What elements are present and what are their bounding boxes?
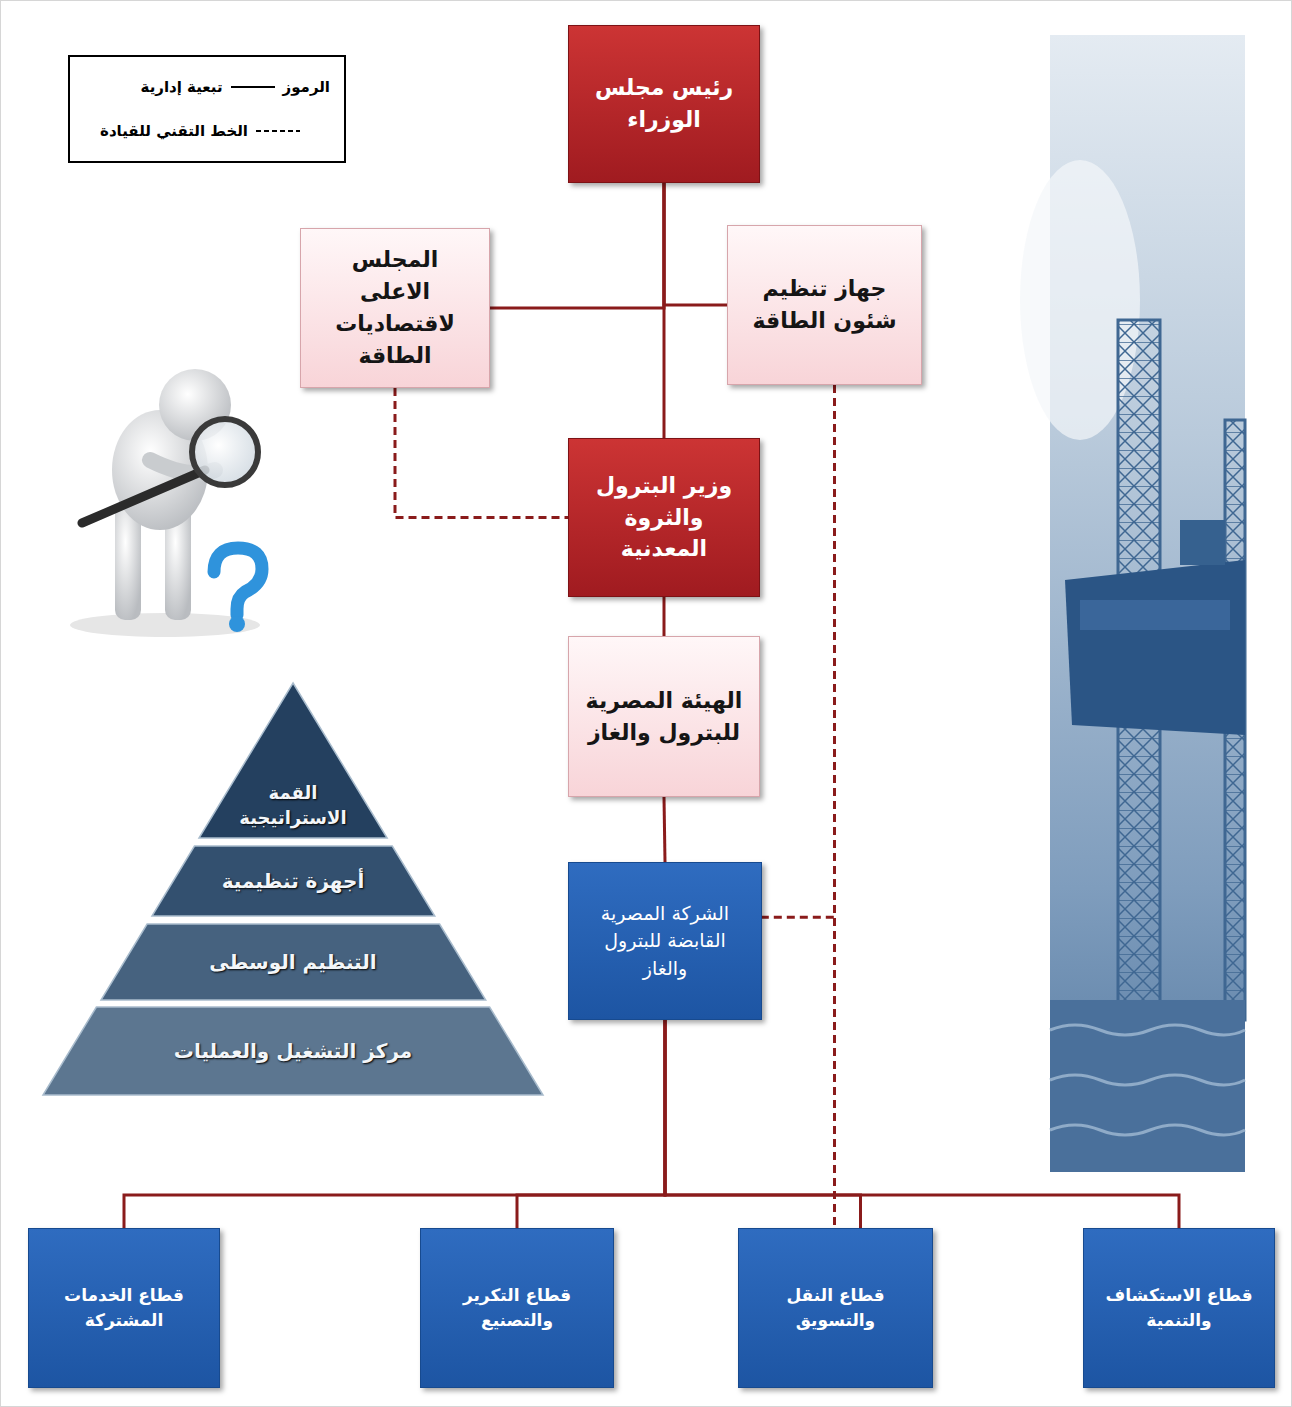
admin-line	[663, 183, 666, 438]
technical-line	[395, 388, 568, 518]
legend-text: الخط التقني للقيادة	[100, 122, 248, 140]
org-box: قطاع التكرير والتصنيع	[420, 1228, 614, 1388]
band-fill	[152, 846, 435, 916]
box-label: الشركة المصرية القابضة للبترول والغاز	[582, 900, 748, 983]
legend-sample	[256, 126, 300, 136]
org-box: وزير البترول والثروة المعدنية	[568, 438, 760, 597]
band-fill	[199, 683, 387, 838]
pyramid-band: التنظيم الوسطى	[101, 924, 486, 1000]
technical-line	[762, 385, 835, 917]
band-label: مركز التشغيل والعمليات	[174, 1037, 412, 1066]
admin-line	[490, 183, 664, 308]
legend-heading: الرموز	[283, 78, 330, 96]
legend-row: الرموز تبعية إدارية	[84, 65, 330, 109]
band-label: أجهزة تنظيمية	[222, 867, 365, 896]
technical-line	[833, 385, 836, 1228]
admin-line	[663, 597, 666, 636]
pyramid-band: أجهزة تنظيمية	[152, 846, 435, 916]
legend-sample	[231, 82, 275, 92]
org-box: رئيس مجلس الوزراء	[568, 25, 760, 183]
admin-line	[664, 797, 665, 862]
box-label: قطاع الاستكشاف والتنمية	[1097, 1283, 1261, 1332]
oil-rig-picture	[1020, 35, 1245, 1172]
legend-text: تبعية إدارية	[141, 78, 223, 96]
band-label: القمة الاستراتيجية	[228, 781, 358, 838]
admin-line	[664, 183, 727, 305]
org-box: الشركة المصرية القابضة للبترول والغاز	[568, 862, 762, 1020]
org-box: قطاع الاستكشاف والتنمية	[1083, 1228, 1275, 1388]
org-box: المجلس الاعلى لاقتصاديات الطاقة	[300, 228, 490, 388]
admin-line	[517, 1020, 665, 1228]
box-label: قطاع التكرير والتصنيع	[434, 1283, 600, 1332]
box-label: قطاع الخدمات المشتركة	[42, 1283, 206, 1332]
box-label: قطاع النقل والتسويق	[752, 1283, 919, 1332]
org-box: قطاع النقل والتسويق	[738, 1228, 933, 1388]
admin-line	[665, 1020, 1179, 1228]
box-label: المجلس الاعلى لاقتصاديات الطاقة	[314, 244, 476, 372]
box-label: رئيس مجلس الوزراء	[582, 72, 746, 136]
box-label: وزير البترول والثروة المعدنية	[582, 470, 746, 566]
legend-box: الرموز تبعية إدارية الخط التقني للقيادة	[68, 55, 346, 163]
org-box: قطاع الخدمات المشتركة	[28, 1228, 220, 1388]
box-label: الهيئة المصرية للبترول والغاز	[582, 685, 746, 749]
band-fill	[101, 924, 486, 1000]
legend-row: الخط التقني للقيادة	[84, 109, 330, 153]
org-box: الهيئة المصرية للبترول والغاز	[568, 636, 760, 797]
org-box: جهاز تنظيم شئون الطاقة	[727, 225, 922, 385]
band-label: التنظيم الوسطى	[209, 948, 376, 977]
pyramid-band: القمة الاستراتيجية	[199, 683, 387, 838]
admin-line	[665, 1020, 861, 1228]
magnifier-figure	[70, 369, 262, 637]
admin-line	[124, 1020, 665, 1228]
box-label: جهاز تنظيم شئون الطاقة	[741, 273, 908, 337]
band-fill	[43, 1007, 543, 1095]
pyramid-band: مركز التشغيل والعمليات	[43, 1007, 543, 1095]
